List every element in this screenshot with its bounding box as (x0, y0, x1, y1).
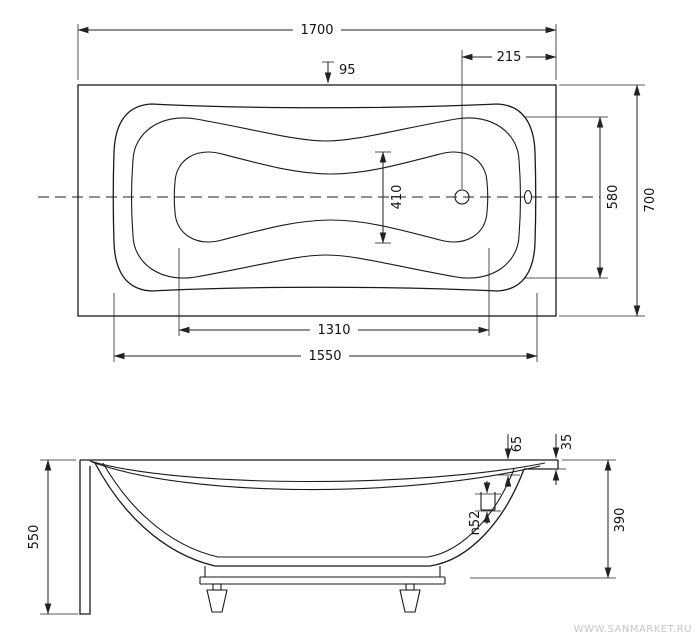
dim-1310: 1310 (178, 248, 490, 338)
dim-550: 550 (27, 459, 78, 615)
side-view: 550 65 35 n52 390 (27, 434, 628, 615)
dim-label-35: 35 (560, 434, 575, 451)
top-view-outer-rect (77, 84, 557, 317)
dim-215: 215 (461, 50, 557, 189)
dim-label-550: 550 (27, 525, 42, 550)
dim-95: 95 (322, 61, 356, 84)
dim-n52: n52 (468, 481, 491, 536)
dim-35: 35 (545, 434, 575, 485)
watermark-text: WWW.SANMARKET.RU (574, 624, 692, 635)
dim-580: 580 (524, 116, 621, 279)
side-basin-edge-far (89, 460, 546, 483)
dim-label-1550: 1550 (308, 349, 341, 364)
dim-390: 390 (470, 459, 628, 579)
dim-label-390: 390 (613, 508, 628, 533)
dim-1700: 1700 (77, 23, 557, 80)
dim-label-700: 700 (643, 188, 658, 213)
tub-outer-outline (112, 103, 537, 292)
side-support-rail (199, 566, 446, 585)
dim-410: 410 (375, 151, 405, 244)
side-apron-panel (79, 460, 91, 615)
dim-label-95: 95 (339, 63, 356, 78)
dim-label-1700: 1700 (300, 23, 333, 38)
dim-700: 700 (559, 84, 658, 317)
side-foot-right (399, 583, 421, 613)
dim-label-65: 65 (510, 436, 525, 453)
tub-floor-outline (173, 151, 489, 243)
side-drain-fitting (475, 492, 501, 512)
overflow-mark (523, 189, 533, 205)
drain-circle (454, 189, 470, 205)
side-basin-edge-near (91, 461, 541, 491)
dim-label-n52: n52 (468, 511, 483, 536)
side-shell-inner (102, 462, 515, 558)
dim-65: 65 (498, 434, 525, 487)
side-shell-outer (94, 462, 525, 567)
dim-label-215: 215 (497, 50, 522, 65)
dim-label-410: 410 (390, 185, 405, 210)
tub-inner-rim-outline (130, 117, 522, 279)
dim-1550: 1550 (113, 293, 538, 364)
top-view: 1700 215 95 410 580 (38, 23, 658, 364)
side-foot-left (206, 583, 228, 613)
dim-label-1310: 1310 (317, 323, 350, 338)
dim-label-580: 580 (606, 185, 621, 210)
